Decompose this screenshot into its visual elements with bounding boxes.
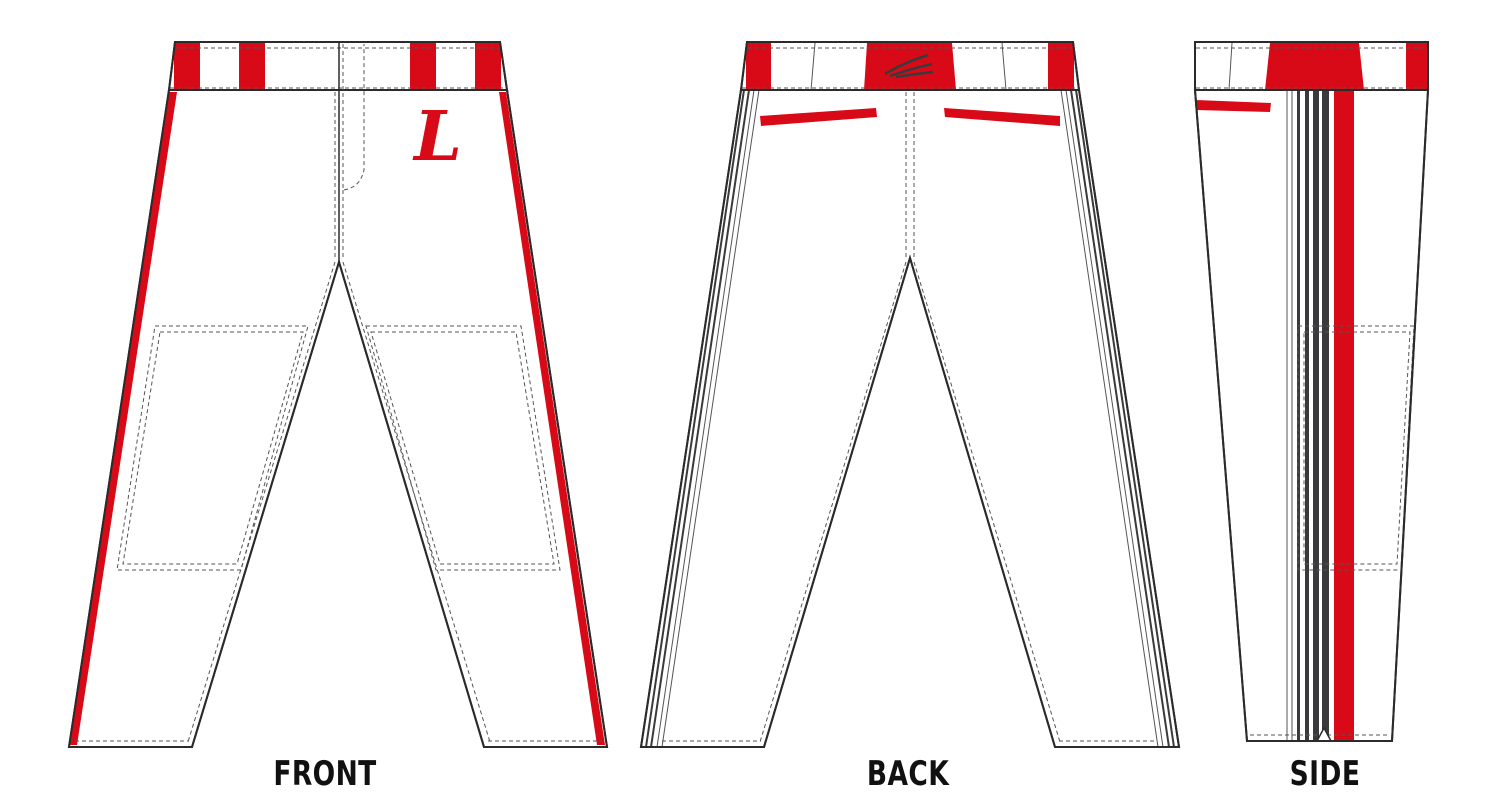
side-waistband-panel (1265, 43, 1364, 90)
side-stripe-dark-2 (1305, 90, 1309, 741)
back-center-panel (864, 43, 956, 90)
side-view (1193, 41, 1430, 742)
front-left-piping (70, 92, 177, 745)
back-right-pocket (944, 108, 1060, 126)
back-left-pocket (760, 108, 877, 126)
front-left-knee-patch (116, 325, 309, 571)
side-view-label: SIDE (1289, 754, 1361, 794)
brand-mark-icon (884, 53, 934, 79)
front-view-label: FRONT (273, 754, 377, 794)
front-belt-loop-1 (174, 43, 200, 90)
front-belt-loop-3 (410, 43, 436, 90)
front-logo-letter: L (412, 97, 462, 177)
side-pocket (1196, 100, 1271, 112)
front-right-knee-patch (365, 325, 561, 571)
side-belt-loop (1406, 43, 1428, 90)
back-view (639, 41, 1181, 748)
front-fly-stitch (342, 44, 365, 191)
back-pants-body (639, 89, 1181, 748)
back-belt-loop-left (746, 43, 771, 90)
front-waistband (167, 41, 509, 91)
front-view: L (67, 41, 609, 748)
front-right-piping (499, 92, 605, 745)
side-stripe-dark-3 (1313, 90, 1319, 741)
front-belt-loop-2 (239, 43, 265, 90)
side-pants-body (1193, 89, 1430, 742)
back-right-stripe-1 (1075, 89, 1175, 748)
back-view-label: BACK (866, 754, 950, 794)
front-pants-body (67, 89, 609, 748)
front-belt-loop-4 (475, 43, 501, 90)
side-stripe-red (1334, 90, 1354, 741)
back-belt-loop-right (1048, 43, 1074, 90)
back-left-stripe-1 (645, 89, 745, 748)
side-stripe-dark-4 (1322, 90, 1329, 741)
